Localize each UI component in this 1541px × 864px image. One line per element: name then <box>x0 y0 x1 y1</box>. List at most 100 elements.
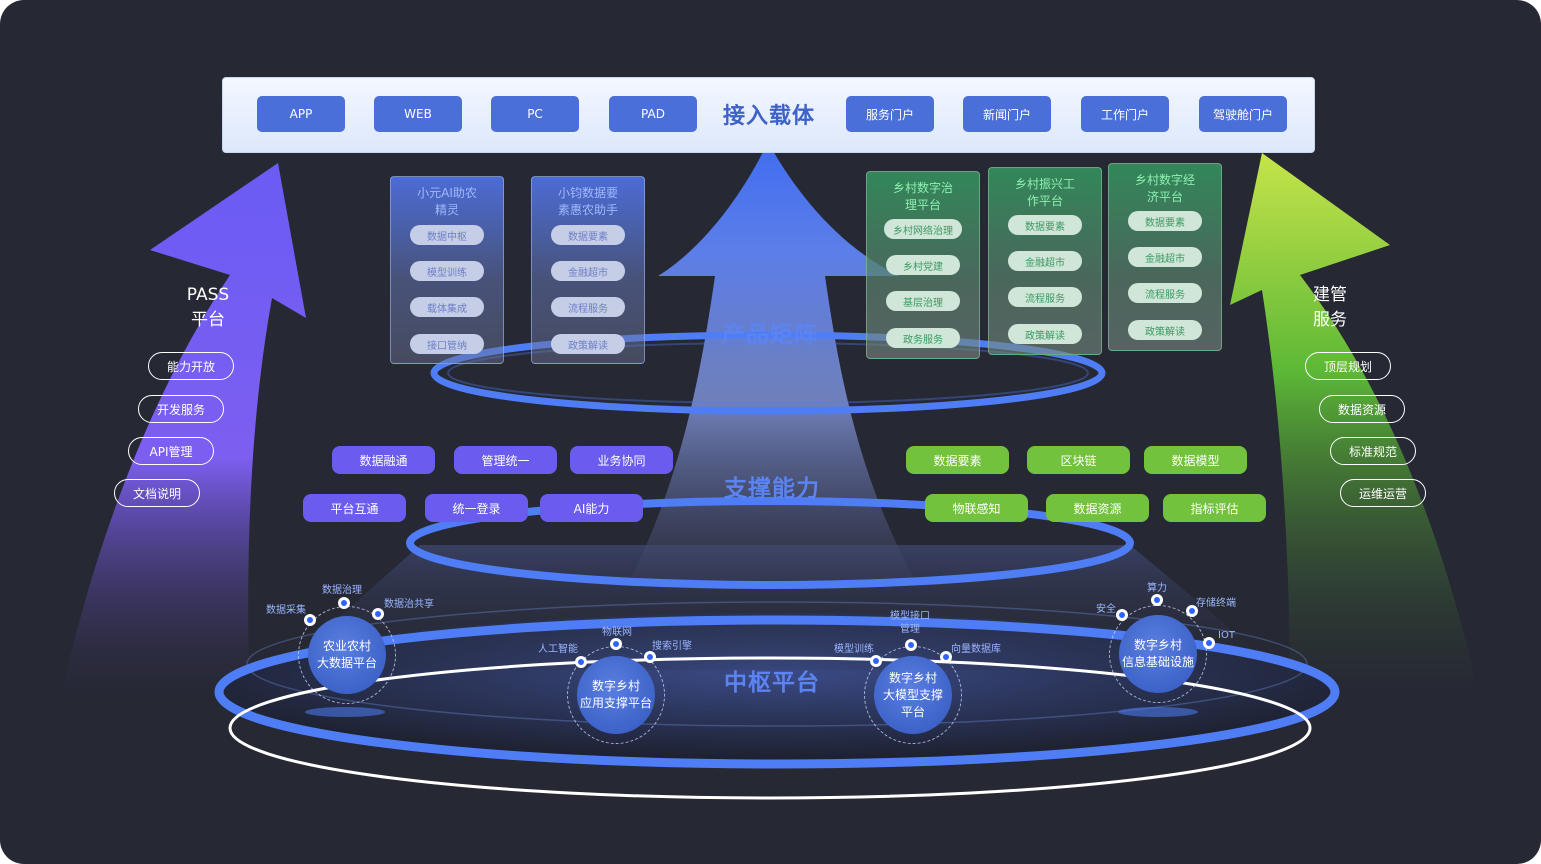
hub-node-dot <box>575 656 587 668</box>
product-ring <box>430 331 1106 415</box>
product-item[interactable]: 模型训练 <box>410 261 484 281</box>
hub-node-label: 数据治理 <box>322 585 362 596</box>
product-card-governance-platform[interactable]: 乡村数字治 理平台 乡村网络治理 乡村党建 基层治理 政务服务 <box>866 171 980 359</box>
product-card-title: 小钧数据要 素惠农助手 <box>557 186 618 217</box>
product-item[interactable]: 金融超市 <box>551 261 625 281</box>
layer-title-support: 支撑能力 <box>724 476 820 502</box>
hub-node-dot <box>940 651 952 663</box>
capability-button[interactable]: 管理统一 <box>454 446 557 474</box>
product-item[interactable]: 乡村网络治理 <box>884 219 962 239</box>
product-item[interactable]: 载体集成 <box>410 297 484 317</box>
hub-node-dot <box>1203 637 1215 649</box>
pass-item[interactable]: 能力开放 <box>148 352 234 380</box>
capability-button[interactable]: AI能力 <box>540 494 643 522</box>
access-button-cockpit-portal[interactable]: 驾驶舱门户 <box>1199 96 1287 132</box>
capability-button[interactable]: 统一登录 <box>425 494 528 522</box>
hub-node-label: 向量数据库 <box>951 644 1001 655</box>
hub-node-dot <box>644 651 656 663</box>
pass-item[interactable]: 开发服务 <box>138 395 224 423</box>
product-item[interactable]: 流程服务 <box>1008 287 1082 307</box>
product-item[interactable]: 基层治理 <box>886 291 960 311</box>
product-card-title: 乡村数字经 济平台 <box>1134 173 1195 204</box>
capability-button[interactable]: 数据要素 <box>906 446 1009 474</box>
hub-large-model[interactable]: 数字乡村 大模型支撑 平台 <box>874 656 952 734</box>
build-item[interactable]: 数据资源 <box>1319 395 1405 423</box>
product-card-ai-assistant[interactable]: 小元AI助农 精灵 数据中枢 模型训练 载体集成 接口管纳 <box>390 176 504 364</box>
capability-button[interactable]: 指标评估 <box>1163 494 1266 522</box>
pass-item[interactable]: 文档说明 <box>114 479 200 507</box>
hub-agri-bigdata[interactable]: 农业农村 大数据平台 <box>308 616 386 694</box>
capability-button[interactable]: 区块链 <box>1027 446 1130 474</box>
hub-node-dot <box>610 638 622 650</box>
product-item[interactable]: 金融超市 <box>1008 251 1082 271</box>
hub-app-support[interactable]: 数字乡村 应用支撑平台 <box>577 656 655 734</box>
capability-button[interactable]: 数据资源 <box>1046 494 1149 522</box>
capability-button[interactable]: 平台互通 <box>303 494 406 522</box>
hub-node-label: IOT <box>1218 630 1235 641</box>
access-button-pc[interactable]: PC <box>491 96 579 132</box>
product-item[interactable]: 数据中枢 <box>410 225 484 245</box>
access-button-web[interactable]: WEB <box>374 96 462 132</box>
product-item[interactable]: 数据要素 <box>1128 211 1202 231</box>
build-item[interactable]: 标准规范 <box>1330 437 1416 465</box>
access-button-app[interactable]: APP <box>257 96 345 132</box>
hub-node-dot <box>905 639 917 651</box>
product-item[interactable]: 流程服务 <box>551 297 625 317</box>
hub-node-dot <box>338 597 350 609</box>
hub-node-label: 模型接口管理 <box>890 611 930 635</box>
central-arrow <box>630 142 915 580</box>
build-title: 建管 服务 <box>1313 285 1347 330</box>
product-item[interactable]: 金融超市 <box>1128 247 1202 267</box>
access-button-work-portal[interactable]: 工作门户 <box>1081 96 1169 132</box>
hub-node-dot <box>870 655 882 667</box>
product-item[interactable]: 政策解读 <box>551 334 625 354</box>
hub-node-dot <box>1186 605 1198 617</box>
product-item[interactable]: 政策解读 <box>1008 324 1082 344</box>
support-ring <box>406 497 1134 589</box>
hub-node-dot <box>1116 609 1128 621</box>
product-card-title: 乡村振兴工 作平台 <box>1014 177 1075 208</box>
product-item[interactable]: 政策解读 <box>1128 320 1202 340</box>
capability-button[interactable]: 物联感知 <box>925 494 1028 522</box>
product-card-data-element-assistant[interactable]: 小钧数据要 素惠农助手 数据要素 金融超市 流程服务 政策解读 <box>531 176 645 364</box>
access-button-pad[interactable]: PAD <box>609 96 697 132</box>
capability-button[interactable]: 数据模型 <box>1144 446 1247 474</box>
access-title: 接入载体 <box>722 104 815 129</box>
hub-node-label: 存储终端 <box>1196 598 1236 609</box>
hub-info-infrastructure[interactable]: 数字乡村 信息基础设施 <box>1119 615 1197 693</box>
hub-node-label: 物联网 <box>602 627 632 638</box>
layer-title-hub: 中枢平台 <box>724 670 820 696</box>
product-card-economy-platform[interactable]: 乡村数字经 济平台 数据要素 金融超市 流程服务 政策解读 <box>1108 163 1222 351</box>
hub-node-label: 人工智能 <box>538 644 578 655</box>
product-item[interactable]: 数据要素 <box>551 225 625 245</box>
product-item[interactable]: 流程服务 <box>1128 283 1202 303</box>
hub-inner-ring <box>246 601 1308 727</box>
hub-outer-ring <box>228 656 1312 800</box>
hub-node-dot <box>304 614 316 626</box>
access-button-news-portal[interactable]: 新闻门户 <box>963 96 1051 132</box>
build-item[interactable]: 顶层规划 <box>1305 352 1391 380</box>
hub-node-label: 数据采集 <box>266 605 306 616</box>
product-item[interactable]: 乡村党建 <box>886 255 960 275</box>
capability-button[interactable]: 业务协同 <box>570 446 673 474</box>
product-card-revitalization-platform[interactable]: 乡村振兴工 作平台 数据要素 金融超市 流程服务 政策解读 <box>988 167 1102 355</box>
build-item[interactable]: 运维运营 <box>1340 479 1426 507</box>
pass-title: PASS 平台 <box>186 285 230 330</box>
product-card-title: 乡村数字治 理平台 <box>892 181 953 212</box>
product-item[interactable]: 接口管纳 <box>410 334 484 354</box>
product-item[interactable]: 数据要素 <box>1008 215 1082 235</box>
pass-item[interactable]: API管理 <box>128 437 214 465</box>
hub-node-label: 安全 <box>1096 604 1116 615</box>
hub-node-label: 搜索引擎 <box>652 641 692 652</box>
product-item[interactable]: 政务服务 <box>886 328 960 348</box>
hub-node-label: 数据治共享 <box>384 599 434 610</box>
layer-title-product: 产品矩阵 <box>722 322 818 348</box>
capability-button[interactable]: 数据融通 <box>332 446 435 474</box>
build-arrow <box>1230 153 1480 700</box>
access-button-service-portal[interactable]: 服务门户 <box>846 96 934 132</box>
hub-ring <box>214 615 1340 769</box>
access-bar: APP WEB PC PAD 接入载体 服务门户 新闻门户 工作门户 驾驶舱门户 <box>222 77 1315 153</box>
product-card-title: 小元AI助农 精灵 <box>417 186 477 217</box>
